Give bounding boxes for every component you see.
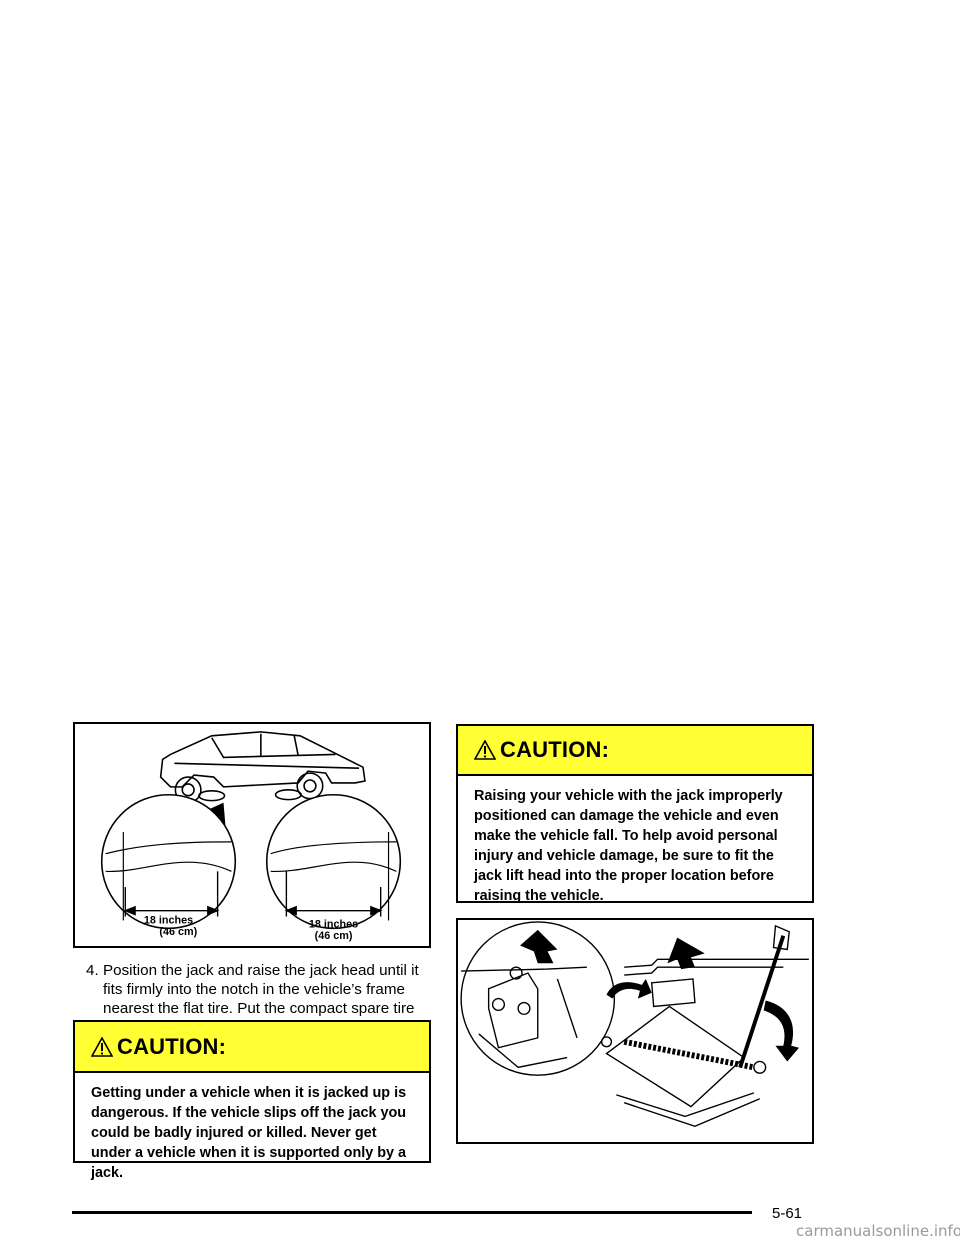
arrow-rotate-left <box>606 978 652 999</box>
caution-box-left: CAUTION: Getting under a vehicle when it… <box>73 1020 431 1181</box>
caution-box-right: CAUTION: Raising your vehicle with the j… <box>456 724 814 904</box>
warning-triangle-icon <box>91 1036 113 1057</box>
jacking-points-figure: 18 inches (46 cm) 18 inches (46 cm) <box>73 722 431 948</box>
jacking-points-illustration: 18 inches (46 cm) 18 inches (46 cm) <box>100 731 402 942</box>
dimension-label-right-2: (46 cm) <box>315 930 353 942</box>
caution-title-right: CAUTION: <box>500 737 610 762</box>
caution-text-right: Raising your vehicle with the jack impro… <box>474 788 783 904</box>
caution-title-left: CAUTION: <box>117 1033 227 1059</box>
dimension-label-left-2: (46 cm) <box>159 926 197 938</box>
dimension-label-left-1: 18 inches <box>144 914 193 926</box>
footer-rule <box>72 1211 752 1214</box>
jack-positioning-figure <box>456 918 814 1144</box>
dimension-label-right-1: 18 inches <box>309 918 358 930</box>
page-number: 5-61 <box>772 1205 803 1222</box>
arrow-rotate-right <box>763 1000 800 1062</box>
arrow-inset <box>520 929 558 964</box>
caution-header-left: CAUTION: <box>75 1022 429 1073</box>
caution-header-right: CAUTION: <box>458 726 812 776</box>
arrow-frame <box>667 937 705 970</box>
jack-positioning-illustration <box>460 921 809 1128</box>
warning-triangle-icon <box>474 740 496 760</box>
step-number: 4. <box>86 962 99 979</box>
watermark: carmanualsonline.info <box>796 1222 960 1240</box>
caution-text-left: Getting under a vehicle when it is jacke… <box>91 1085 407 1181</box>
